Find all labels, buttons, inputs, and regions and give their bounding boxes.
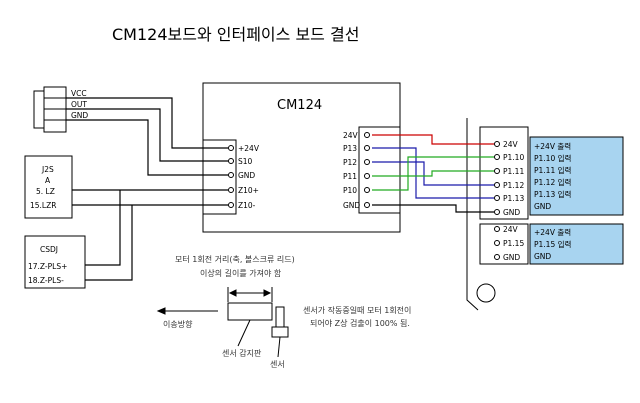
info-upper-p113: P1.13 입력 bbox=[534, 190, 571, 199]
wire-24v bbox=[372, 134, 494, 145]
note-pitch-line1: 모터 1회전 거리(축, 볼스크류 리드) bbox=[175, 254, 295, 264]
info-upper-p111: P1.11 입력 bbox=[534, 166, 571, 175]
screw-icon bbox=[494, 195, 500, 201]
csdj-box bbox=[24, 235, 86, 289]
direction-arrow bbox=[156, 307, 218, 315]
cm124-pin-s10: S10 bbox=[238, 157, 253, 166]
screw-icon bbox=[228, 202, 234, 208]
screw-icon bbox=[494, 226, 500, 232]
cm124-pin-z10minus: Z10- bbox=[238, 201, 256, 210]
sensor-plate-label: 센서 감지판 bbox=[222, 348, 262, 358]
sensor-connector bbox=[33, 86, 67, 133]
csdj-title: CSDJ bbox=[40, 245, 58, 254]
note-pitch-line2: 이상의 길이를 가져야 함 bbox=[200, 268, 282, 278]
terminal-pin-p111: P1.11 bbox=[503, 167, 524, 176]
csdj-pin-zpls-plus: 17.Z-PLS+ bbox=[28, 262, 67, 271]
info-upper-24v: +24V 출력 bbox=[534, 141, 571, 151]
screw-icon bbox=[228, 172, 234, 178]
info-upper-p112: P1.12 입력 bbox=[534, 178, 571, 187]
csdj-wires bbox=[85, 190, 133, 281]
info-box-lower bbox=[529, 223, 624, 265]
cm124-pin-right-24v: 24V bbox=[343, 131, 359, 140]
sensor-wires bbox=[66, 97, 228, 176]
info-lower-gnd: GND bbox=[534, 252, 551, 261]
screw-icon bbox=[364, 145, 370, 151]
cm124-pin-p10: P10 bbox=[343, 186, 357, 195]
cm124-left-screws bbox=[228, 145, 234, 208]
screw-icon bbox=[364, 159, 370, 165]
screw-icon bbox=[364, 132, 370, 138]
cm124-pin-z10plus: Z10+ bbox=[238, 186, 259, 195]
terminal-screws bbox=[494, 141, 500, 260]
cm124-right-screws bbox=[364, 132, 370, 208]
terminal-pin-24v-lower: 24V bbox=[503, 225, 519, 234]
wire-p10 bbox=[372, 156, 494, 191]
j2s-pin-lzr: 15.LZR bbox=[30, 201, 56, 210]
sensor-icon bbox=[271, 306, 289, 338]
screw-icon bbox=[494, 209, 500, 215]
wire-p11 bbox=[372, 170, 494, 177]
screw-icon bbox=[494, 254, 500, 260]
j2s-box bbox=[24, 155, 73, 219]
screw-icon bbox=[228, 187, 234, 193]
screw-icon bbox=[494, 182, 500, 188]
cm124-right-connector bbox=[358, 126, 401, 214]
j2s-pin-lz: 5. LZ bbox=[36, 187, 55, 196]
screw-icon bbox=[494, 240, 500, 246]
cm124-label: CM124 bbox=[277, 98, 322, 113]
note-detect-line1: 센서가 작동중일때 모터 1회전이 bbox=[303, 305, 411, 315]
screw-icon bbox=[228, 158, 234, 164]
info-upper-gnd: GND bbox=[534, 202, 551, 211]
sensor-pin-vcc: VCC bbox=[71, 89, 87, 98]
wire-gnd bbox=[372, 204, 494, 213]
info-lower-24v: +24V 출력 bbox=[534, 227, 571, 237]
screw-icon bbox=[494, 168, 500, 174]
screw-icon bbox=[494, 141, 500, 147]
pitch-dimension-arrow bbox=[227, 287, 273, 302]
note-detect-line2: 되어야 Z상 검출이 100% 됨. bbox=[310, 318, 410, 328]
terminal-pin-p112: P1.12 bbox=[503, 181, 524, 190]
info-box-upper bbox=[529, 136, 624, 216]
info-upper-p110: P1.10 입력 bbox=[534, 154, 571, 163]
wire-p13 bbox=[372, 147, 494, 199]
cm124-pin-right-gnd: GND bbox=[343, 201, 360, 210]
wire-p12 bbox=[372, 161, 494, 186]
terminal-block bbox=[466, 118, 529, 311]
mount-hole-icon bbox=[476, 283, 496, 303]
terminal-pin-gnd: GND bbox=[503, 208, 520, 217]
terminal-pin-gnd-lower: GND bbox=[503, 253, 520, 262]
screw-icon bbox=[364, 202, 370, 208]
screw-icon bbox=[494, 154, 500, 160]
diagram-title: CM124보드와 인터페이스 보드 결선 bbox=[112, 25, 359, 44]
cm124-pin-p13: P13 bbox=[343, 144, 357, 153]
info-lower-p115: P1.15 입력 bbox=[534, 240, 571, 249]
callout-lines bbox=[237, 319, 281, 358]
terminal-pin-p115: P1.15 bbox=[503, 239, 524, 248]
sensor-pin-out: OUT bbox=[71, 100, 87, 109]
screw-icon bbox=[228, 145, 234, 151]
screw-icon bbox=[364, 173, 370, 179]
terminal-pin-p113: P1.13 bbox=[503, 194, 524, 203]
screw-icon bbox=[364, 187, 370, 193]
terminal-pin-24v: 24V bbox=[503, 140, 519, 149]
sensor-pin-gnd: GND bbox=[71, 111, 88, 120]
j2s-wires bbox=[72, 189, 228, 206]
cm124-pin-gnd-left: GND bbox=[238, 171, 255, 180]
cm124-pin-p11: P11 bbox=[343, 172, 357, 181]
direction-label: 이송방향 bbox=[163, 319, 193, 329]
j2s-subtitle: A bbox=[45, 176, 51, 185]
sensor-label: 센서 bbox=[270, 359, 285, 369]
sensor-plate bbox=[227, 302, 273, 321]
signal-wires bbox=[372, 134, 494, 213]
terminal-pin-p110: P1.10 bbox=[503, 153, 524, 162]
j2s-title: J2S bbox=[41, 165, 54, 174]
csdj-pin-zpls-minus: 18.Z-PLS- bbox=[28, 276, 64, 285]
cm124-pin-24v: +24V bbox=[238, 144, 260, 153]
cm124-pin-p12: P12 bbox=[343, 158, 357, 167]
